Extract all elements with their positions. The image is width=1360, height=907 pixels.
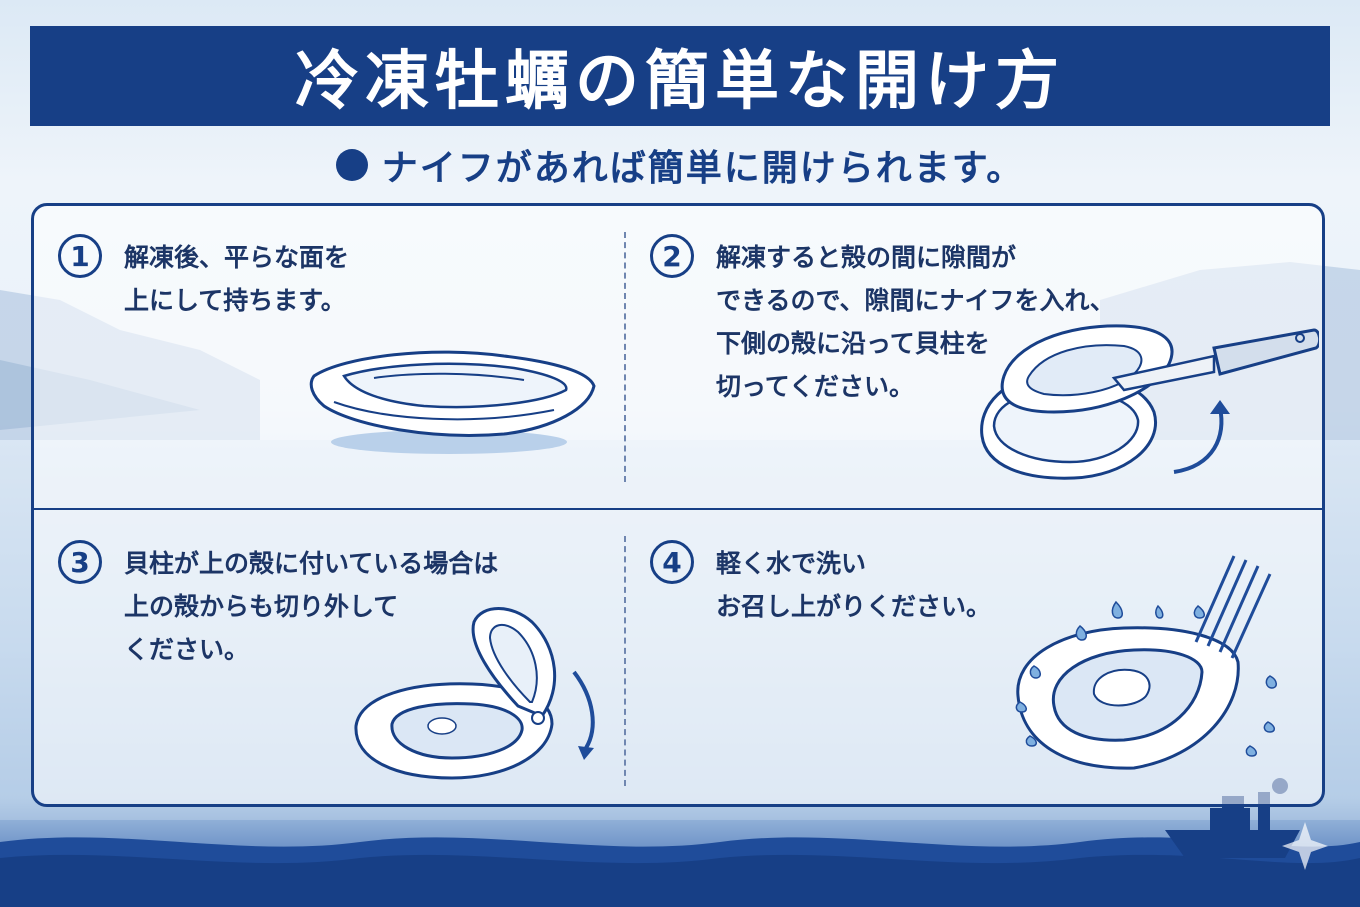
- water-drops-icon: [1015, 600, 1277, 757]
- curved-arrow-icon: [572, 670, 595, 750]
- step-description: 解凍すると殻の間に隙間が できるので、隙間にナイフを入れ、 下側の殻に沿って貝柱…: [716, 243, 1115, 401]
- page-title: 冷凍牡蠣の簡単な開け方: [295, 45, 1065, 119]
- step-number: 4: [650, 540, 694, 584]
- closed-oyster-icon: [309, 350, 596, 454]
- subtitle-row: ナイフがあれば簡単に開けられます。: [0, 140, 1360, 190]
- step-number: 1: [58, 234, 102, 278]
- open-oyster-icon: [354, 607, 595, 780]
- title-banner: 冷凍牡蠣の簡単な開け方: [30, 26, 1330, 126]
- bullet-icon: [335, 149, 368, 181]
- sparkle-icon: [1282, 822, 1328, 870]
- oyster-with-knife-icon: [980, 324, 1319, 480]
- steps-panel: 1 解凍後、平らな面を 上にして持ちます。 2 解凍すると殻の間に隙間が できる…: [31, 203, 1325, 807]
- vertical-divider-top: [624, 232, 626, 482]
- subtitle-text: ナイフがあれば簡単に開けられます。: [381, 148, 1025, 189]
- step-number: 3: [58, 540, 102, 584]
- curved-arrow-icon: [1173, 407, 1224, 474]
- step-description: 軽く水で洗い お召し上がりください。: [716, 549, 992, 621]
- horizontal-divider: [34, 508, 1322, 510]
- step-description: 解凍後、平らな面を 上にして持ちます。: [124, 243, 350, 315]
- water-stream-icon: [1194, 555, 1272, 659]
- vertical-divider-bottom: [624, 536, 626, 786]
- washing-oyster-icon: [1015, 555, 1277, 770]
- step-description: 貝柱が上の殻に付いている場合は 上の殻からも切り外して ください。: [124, 549, 499, 664]
- step-number: 2: [650, 234, 694, 278]
